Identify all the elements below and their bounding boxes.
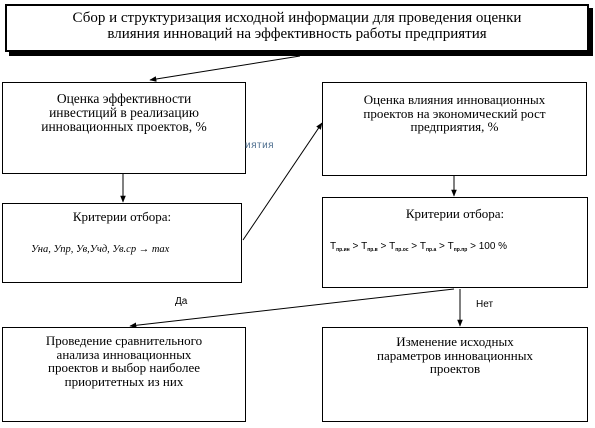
term-2: Тпр.в — [361, 241, 378, 253]
term-5: Тпр.пр — [447, 241, 468, 253]
label-yes: Да — [175, 296, 188, 307]
arrow-yes-to-compare — [129, 288, 455, 329]
growth-evaluation-text: Оценка влияния инновационных проектов на… — [363, 92, 546, 135]
criteria-right-comparison: Тпр.ин > Тпр.в > Тпр.ос > Тпр.а > Тпр.пр… — [330, 241, 507, 253]
change-parameters-text: Изменение исходных параметров инновацион… — [377, 334, 533, 377]
tail: > 100 % — [470, 241, 508, 252]
arrow-criteria-left-to-growth — [242, 122, 323, 241]
term-4: Тпр.а — [419, 241, 437, 253]
arrow-title-to-invest — [149, 55, 301, 82]
faded-background-text: иятия — [245, 140, 275, 151]
criteria-right-box: Критерии отбора: Тпр.ин > Тпр.в > Тпр.ос… — [322, 197, 588, 288]
growth-evaluation-box: Оценка влияния инновационных проектов на… — [322, 82, 587, 176]
gt-3: > — [411, 241, 418, 252]
criteria-left-box: Критерии отбора: Уна, Упр, Ув,Учд, Ув.ср… — [2, 203, 242, 283]
title-box-text: Сбор и структуризация исходной информаци… — [72, 10, 522, 42]
term-3: Тпр.ос — [389, 241, 409, 253]
gt-4: > — [439, 241, 445, 252]
compare-projects-box: Проведение сравнительного анализа иннова… — [2, 327, 246, 422]
term-1: Тпр.ин — [330, 241, 350, 253]
criteria-left-formula: Уна, Упр, Ув,Учд, Ув.ср → max — [31, 244, 170, 255]
title-box: Сбор и структуризация исходной информаци… — [5, 4, 589, 52]
criteria-left-heading: Критерии отбора: — [72, 209, 172, 224]
compare-projects-text: Проведение сравнительного анализа иннова… — [45, 333, 203, 389]
label-no: Нет — [476, 299, 494, 310]
investment-evaluation-box: Оценка эффективности инвестиций в реализ… — [2, 82, 246, 174]
gt-2: > — [380, 241, 387, 252]
investment-evaluation-text: Оценка эффективности инвестиций в реализ… — [41, 91, 207, 135]
gt-1: > — [352, 241, 359, 252]
criteria-right-heading: Критерии отбора: — [405, 206, 505, 221]
change-parameters-box: Изменение исходных параметров инновацион… — [322, 327, 588, 422]
